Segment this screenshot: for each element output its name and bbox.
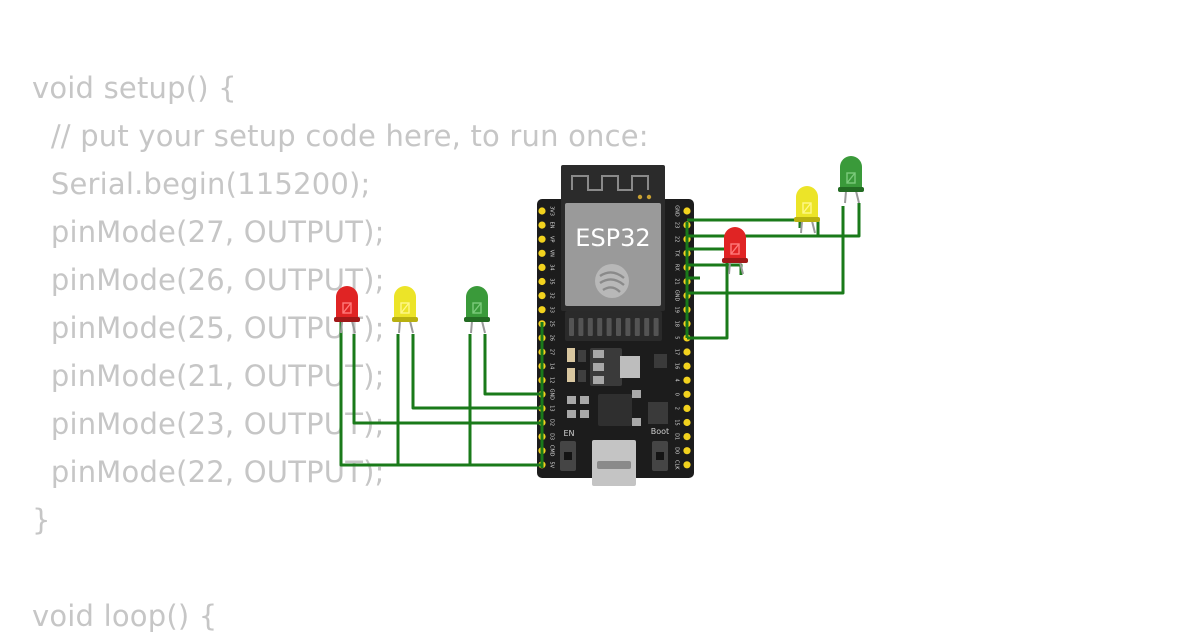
wire: [339, 320, 542, 467]
pin-label: 2: [674, 407, 680, 410]
wire: [687, 206, 845, 295]
pin-D1[interactable]: [683, 433, 691, 441]
pin-label: 35: [549, 278, 555, 284]
pin-33[interactable]: [538, 306, 546, 314]
wire: [411, 334, 542, 410]
pin-label: CLK: [674, 460, 680, 470]
pin-VN[interactable]: [538, 249, 546, 257]
pin-label: 32: [549, 292, 555, 298]
led-red[interactable]: [334, 286, 360, 334]
module-pads: [569, 318, 659, 336]
pin-3V3[interactable]: [538, 207, 546, 215]
pin-label: D2: [549, 419, 555, 426]
led-green[interactable]: [464, 286, 490, 334]
pin-label: 27: [549, 349, 555, 355]
pin-label: GND: [674, 290, 680, 302]
code-line[interactable]: }: [32, 503, 51, 537]
code-line[interactable]: pinMode(27, OUTPUT);: [32, 215, 385, 249]
pin-label: 34: [549, 264, 555, 270]
pin-CLK[interactable]: [683, 461, 691, 469]
led-yellow[interactable]: [392, 286, 418, 334]
pin-label: 5: [674, 336, 680, 339]
pin-label: 22: [674, 236, 680, 242]
espressif-logo-icon: [595, 264, 629, 298]
led-yellow[interactable]: [794, 186, 820, 234]
code-line[interactable]: pinMode(25, OUTPUT);: [32, 311, 385, 345]
wire: [352, 334, 542, 425]
pin-label: 13: [549, 405, 555, 411]
pin-label: TX: [674, 249, 680, 257]
antenna-trace-icon: [571, 175, 649, 191]
pin-label: D0: [674, 447, 680, 454]
code-line[interactable]: // put your setup code here, to run once…: [32, 119, 649, 153]
pin-label: 17: [674, 349, 680, 355]
pin-0[interactable]: [683, 390, 691, 398]
pin-label: CMD: [549, 445, 555, 457]
esp32-board[interactable]: ESP32 EN Boot: [537, 165, 694, 486]
code-line[interactable]: pinMode(23, OUTPUT);: [32, 407, 385, 441]
pin-label: 4: [674, 379, 680, 382]
pin-label: 23: [674, 222, 680, 228]
pin-label: 0: [674, 393, 680, 396]
pin-label: 25: [549, 321, 555, 327]
pin-35[interactable]: [538, 277, 546, 286]
en-button-label: EN: [563, 429, 574, 438]
pin-label: 5V: [549, 461, 555, 468]
pin-label: GND: [674, 205, 680, 217]
left-wires: [339, 320, 544, 468]
pin-label: 18: [674, 321, 680, 327]
wire: [687, 263, 743, 275]
pin-label: D3: [549, 433, 555, 440]
boot-button-label: Boot: [651, 427, 669, 436]
code-editor[interactable]: void setup() { // put your setup code he…: [32, 64, 649, 640]
pin-label: 33: [549, 307, 555, 313]
pin-15[interactable]: [683, 418, 691, 427]
usb-uart-chip: [598, 394, 632, 426]
code-line[interactable]: void loop() {: [32, 599, 218, 633]
leds: [334, 156, 864, 334]
pin-label: GND: [549, 389, 555, 401]
pin-VP[interactable]: [538, 235, 546, 243]
pin-label: 16: [674, 363, 680, 369]
pin-label: VN: [549, 250, 555, 257]
pin-label: 19: [674, 307, 680, 313]
pin-GND[interactable]: [683, 207, 691, 215]
pin-32[interactable]: [538, 292, 546, 300]
pin-label: 26: [549, 335, 555, 341]
pin-label: D1: [674, 433, 680, 440]
pin-34[interactable]: [538, 263, 546, 271]
code-line[interactable]: Serial.begin(115200);: [32, 167, 371, 201]
led-green[interactable]: [838, 156, 864, 204]
led-red[interactable]: [722, 227, 748, 275]
board-label: ESP32: [575, 224, 650, 252]
esp32-shield: [565, 203, 661, 306]
code-line[interactable]: void setup() {: [32, 71, 237, 105]
wire: [483, 334, 542, 396]
pin-label: RX: [674, 264, 680, 271]
pin-label: EN: [549, 222, 555, 229]
pin-label: VP: [549, 236, 555, 242]
code-line[interactable]: pinMode(22, OUTPUT);: [32, 455, 385, 489]
pin-4[interactable]: [683, 376, 691, 384]
pin-label: 21: [674, 278, 680, 284]
pin-D0[interactable]: [683, 447, 691, 455]
pin-label: 15: [674, 419, 680, 425]
pin-EN[interactable]: [538, 221, 546, 229]
pin-2[interactable]: [683, 404, 691, 412]
pin-17[interactable]: [683, 348, 691, 356]
code-line[interactable]: pinMode(21, OUTPUT);: [32, 359, 385, 393]
pin-16[interactable]: [683, 362, 691, 370]
right-wires: [685, 203, 861, 340]
code-line[interactable]: pinMode(26, OUTPUT);: [32, 263, 385, 297]
wire: [687, 218, 802, 228]
pin-label: 12: [549, 377, 555, 383]
pin-label: 3V3: [549, 206, 555, 216]
pin-label: 14: [549, 363, 555, 369]
